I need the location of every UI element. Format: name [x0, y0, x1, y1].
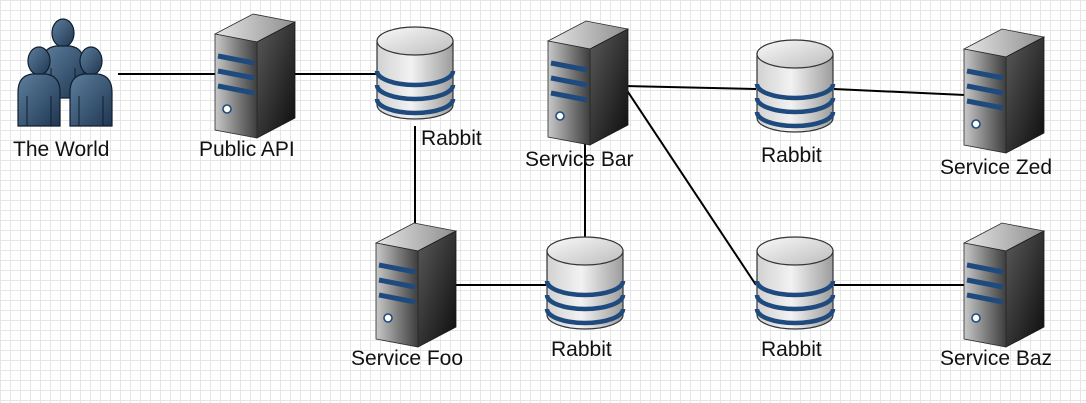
edge-servicebar-rabbitzed — [623, 85, 757, 90]
node-label-service-zed: Service Zed — [940, 156, 1053, 179]
node-label-rabbit-baz: Rabbit — [761, 338, 822, 361]
database-icon — [547, 237, 623, 329]
node-label-service-foo: Service Foo — [351, 347, 464, 370]
database-icon — [757, 237, 833, 329]
database-icon — [377, 27, 453, 119]
node-label-rabbit-zed: Rabbit — [761, 144, 822, 167]
server-icon — [964, 223, 1044, 347]
edge-servicebar-rabbitbaz — [623, 85, 757, 286]
node-label-service-bar: Service Bar — [525, 148, 634, 171]
node-label-the-world: The World — [13, 138, 110, 161]
server-icon — [215, 14, 295, 138]
node-label-public-api: Public API — [199, 138, 295, 161]
node-label-rabbit-main: Rabbit — [421, 127, 482, 150]
server-icon — [964, 29, 1044, 153]
node-label-service-baz: Service Baz — [940, 347, 1053, 370]
edge-rabbitzed-servicezed — [833, 88, 966, 96]
node-label-rabbit-foo: Rabbit — [551, 338, 612, 361]
server-icon — [376, 223, 456, 347]
connectors — [118, 73, 966, 286]
database-icon — [757, 40, 833, 132]
server-icon — [548, 21, 628, 145]
users-icon — [17, 18, 113, 127]
